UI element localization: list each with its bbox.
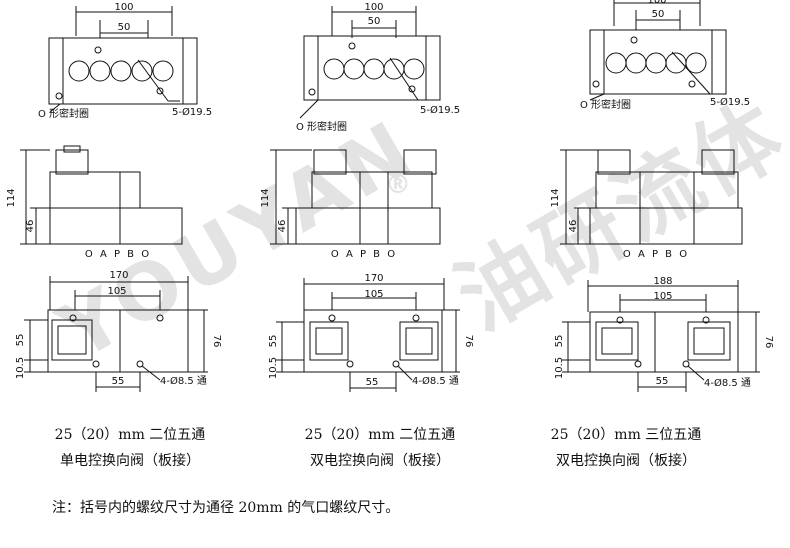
bottom-dim-h1: 55: [15, 334, 26, 347]
top-dim-total: 100: [114, 2, 133, 13]
holes-label: 5-Ø19.5: [420, 104, 460, 116]
bottom-dim-total: 170: [364, 273, 383, 284]
bottom-dim-h1: 55: [554, 335, 565, 348]
side-height-total: 114: [6, 188, 17, 207]
diagram-1: 100 50 O 形密封圈 5-Ø19.5 114 46 O: [6, 2, 222, 392]
caption-1-line2: 单电控换向阀（板接）: [60, 453, 200, 469]
caption-2-line1: 25（20）mm 二位五通: [304, 427, 456, 443]
side-height-total: 114: [260, 188, 271, 207]
bottom-dim-h3: 76: [763, 336, 774, 349]
top-view-2: 100 50 O 形密封圈 5-Ø19.5: [296, 2, 460, 133]
bottom-holes-label: 4-Ø8.5 通: [412, 375, 459, 387]
bottom-dim-h2: 10.5: [268, 357, 279, 379]
bottom-dim-inner: 105: [653, 291, 672, 302]
bottom-dim-inner: 105: [364, 289, 383, 300]
side-height-total: 114: [550, 188, 561, 207]
caption-1: 25（20）mm 二位五通 单电控换向阀（板接）: [30, 422, 230, 474]
bottom-dim-h3: 76: [211, 335, 222, 348]
side-height-base: 46: [277, 220, 288, 233]
bottom-dim-bottom: 55: [112, 376, 125, 387]
footnote: 注：括号内的螺纹尺寸为通径 20mm 的气口螺纹尺寸。: [52, 500, 400, 516]
holes-label: 5-Ø19.5: [710, 96, 750, 108]
seal-label: O 形密封圈: [580, 98, 631, 111]
top-dim-total: 100: [364, 2, 383, 13]
bottom-dim-total: 170: [109, 270, 128, 281]
caption-3-line1: 25（20）mm 三位五通: [550, 427, 702, 443]
side-view-3: 114 46 O A P B O: [550, 149, 743, 260]
holes-label: 5-Ø19.5: [172, 106, 212, 118]
side-view-1: 114 46 O A P B O: [6, 145, 183, 260]
bottom-dim-h1: 55: [268, 335, 279, 348]
caption-3-line2: 双电控换向阀（板接）: [556, 453, 696, 469]
side-height-base: 46: [568, 220, 579, 233]
top-view-3: 100 50 O 形密封圈 5-Ø19.5: [580, 0, 750, 111]
port-labels: O A P B O: [331, 249, 397, 260]
bottom-dim-total: 188: [653, 276, 672, 287]
bottom-holes-label: 4-Ø8.5 通: [704, 377, 751, 389]
caption-2: 25（20）mm 二位五通 双电控换向阀（板接）: [280, 422, 480, 474]
caption-3: 25（20）mm 三位五通 双电控换向阀（板接）: [526, 422, 726, 474]
side-height-base: 46: [25, 220, 36, 233]
top-dim-inner: 50: [118, 22, 131, 33]
seal-label: O 形密封圈: [296, 120, 347, 133]
port-labels: O A P B O: [85, 249, 151, 260]
top-dim-inner: 50: [368, 16, 381, 27]
bottom-dim-inner: 105: [107, 286, 126, 297]
bottom-view-1: 170 105 55 10.5 76 55 4-Ø8.5 通: [15, 270, 222, 392]
bottom-dim-h2: 10.5: [15, 357, 26, 379]
bottom-dim-h2: 10.5: [554, 357, 565, 379]
port-labels: O A P B O: [623, 249, 689, 260]
side-view-2: 114 46 O A P B O: [260, 149, 441, 260]
caption-1-line1: 25（20）mm 二位五通: [54, 427, 206, 443]
diagram-2: 100 50 O 形密封圈 5-Ø19.5 114 46 O A P: [260, 2, 474, 392]
bottom-view-3: 188 105 55 10.5 76 55 4-Ø8.5 通: [554, 276, 774, 392]
watermark-registered: ®: [385, 170, 411, 200]
bottom-dim-h3: 76: [463, 335, 474, 348]
bottom-view-2: 170 105 55 10.5 76 55 4-Ø8.5 通: [268, 273, 474, 392]
bottom-dim-bottom: 55: [656, 376, 669, 387]
top-view-1: 100 50 O 形密封圈 5-Ø19.5: [38, 2, 212, 120]
bottom-dim-bottom: 55: [366, 377, 379, 388]
bottom-holes-label: 4-Ø8.5 通: [160, 375, 207, 387]
top-dim-total: 100: [647, 0, 666, 6]
diagram-3: 100 50 O 形密封圈 5-Ø19.5 114 46 O A P: [550, 0, 774, 392]
top-dim-inner: 50: [652, 9, 665, 20]
seal-label: O 形密封圈: [38, 107, 89, 120]
caption-2-line2: 双电控换向阀（板接）: [310, 453, 450, 469]
